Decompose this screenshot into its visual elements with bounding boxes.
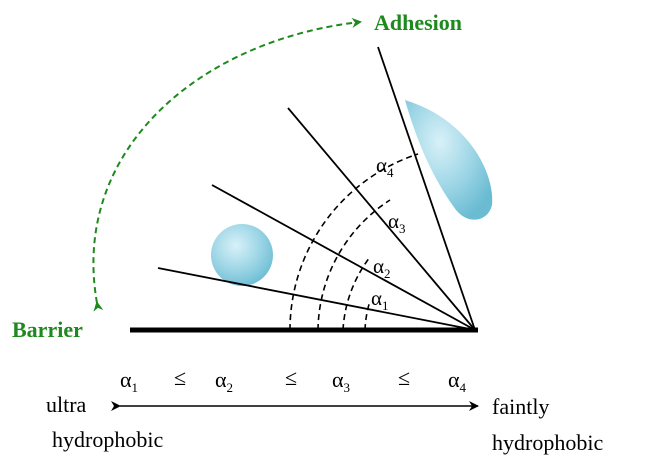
adhesion-barrier-arrow bbox=[92, 17, 362, 312]
elongated-droplet bbox=[405, 100, 493, 220]
round-droplet bbox=[211, 224, 273, 286]
adhesion-label: Adhesion bbox=[374, 10, 462, 35]
right-label-line1: faintly bbox=[492, 394, 549, 419]
angle-label-3: α3 bbox=[388, 209, 406, 236]
left-label-line2: hydrophobic bbox=[52, 427, 163, 452]
contact-line-1 bbox=[157, 267, 476, 331]
scale-alpha-1: α1 bbox=[120, 367, 138, 395]
scale-sign-2: ≤ bbox=[285, 365, 297, 390]
contact-line-3 bbox=[287, 107, 476, 331]
angle-arc-1 bbox=[364, 300, 371, 331]
angle-label-4: α4 bbox=[376, 153, 394, 180]
angle-label-2: α2 bbox=[373, 254, 391, 281]
right-label-line2: hydrophobic bbox=[492, 430, 603, 455]
contact-line-2 bbox=[211, 184, 476, 331]
scale-alpha-2: α2 bbox=[215, 367, 233, 395]
angle-arc-3 bbox=[317, 199, 391, 331]
angle-arc-4 bbox=[289, 153, 419, 331]
scale-sign-3: ≤ bbox=[398, 365, 410, 390]
barrier-label: Barrier bbox=[12, 317, 83, 342]
left-label-line1: ultra bbox=[46, 392, 87, 417]
scale-sign-1: ≤ bbox=[174, 365, 186, 390]
angle-arc-2 bbox=[342, 256, 371, 331]
contact-line-4 bbox=[377, 46, 476, 331]
scale-alpha-3: α3 bbox=[332, 367, 350, 395]
scale-alpha-4: α4 bbox=[448, 367, 467, 395]
angle-label-1: α1 bbox=[371, 286, 389, 313]
